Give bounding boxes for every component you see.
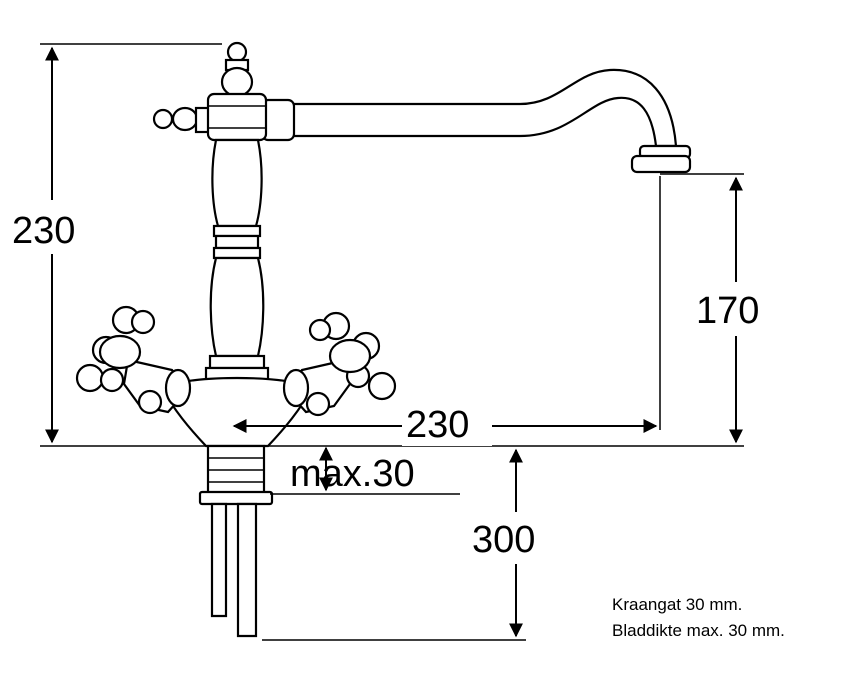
note-tap-hole: Kraangat 30 mm. (612, 595, 742, 614)
note-sheet-thickness: Bladdikte max. 30 mm. (612, 621, 785, 640)
spout-height-label: 170 (696, 290, 759, 332)
total-height-label: 230 (12, 210, 75, 252)
faucet-outline (75, 41, 692, 638)
spout-reach-label: 230 (406, 404, 469, 446)
max-thickness-label: max.30 (290, 453, 415, 495)
supply-length-label: 300 (472, 519, 535, 561)
